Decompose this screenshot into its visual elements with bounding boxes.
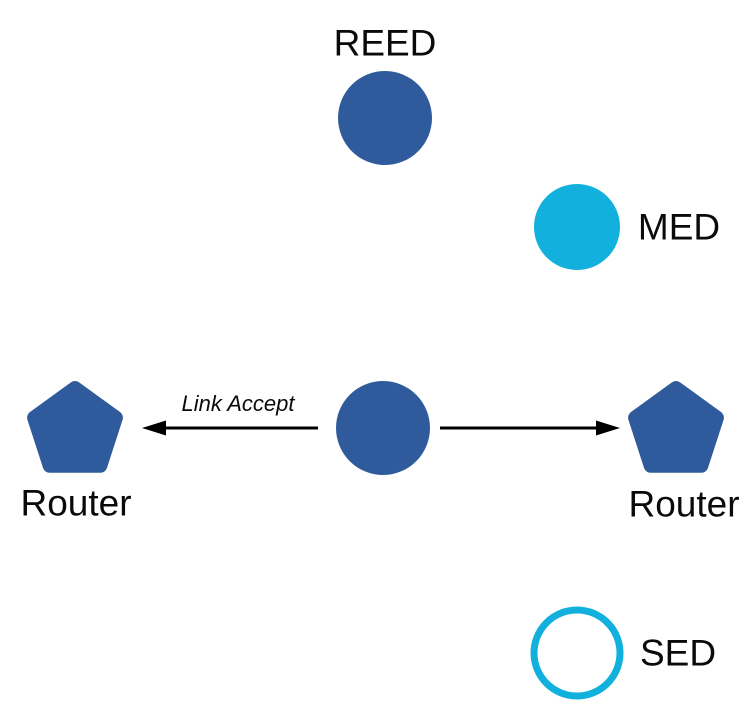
reed-node-circle — [338, 71, 432, 165]
link-accept-arrow — [142, 420, 318, 436]
med-node-circle — [534, 184, 620, 270]
center-node-circle — [336, 381, 430, 475]
med-label: MED — [637, 206, 721, 248]
router-left-label: Router — [20, 482, 132, 524]
link-accept-arrowhead-icon — [142, 420, 166, 436]
sed-label: SED — [639, 632, 717, 674]
reed-label: REED — [333, 22, 437, 64]
sed-node-circle — [530, 606, 624, 700]
right-link-arrow — [440, 420, 620, 436]
router-right-pentagon — [628, 381, 724, 473]
router-left-pentagon — [27, 381, 123, 473]
right-link-arrowhead-icon — [596, 420, 620, 436]
link-accept-label: Link Accept — [181, 391, 295, 416]
router-right-label: Router — [628, 483, 740, 525]
